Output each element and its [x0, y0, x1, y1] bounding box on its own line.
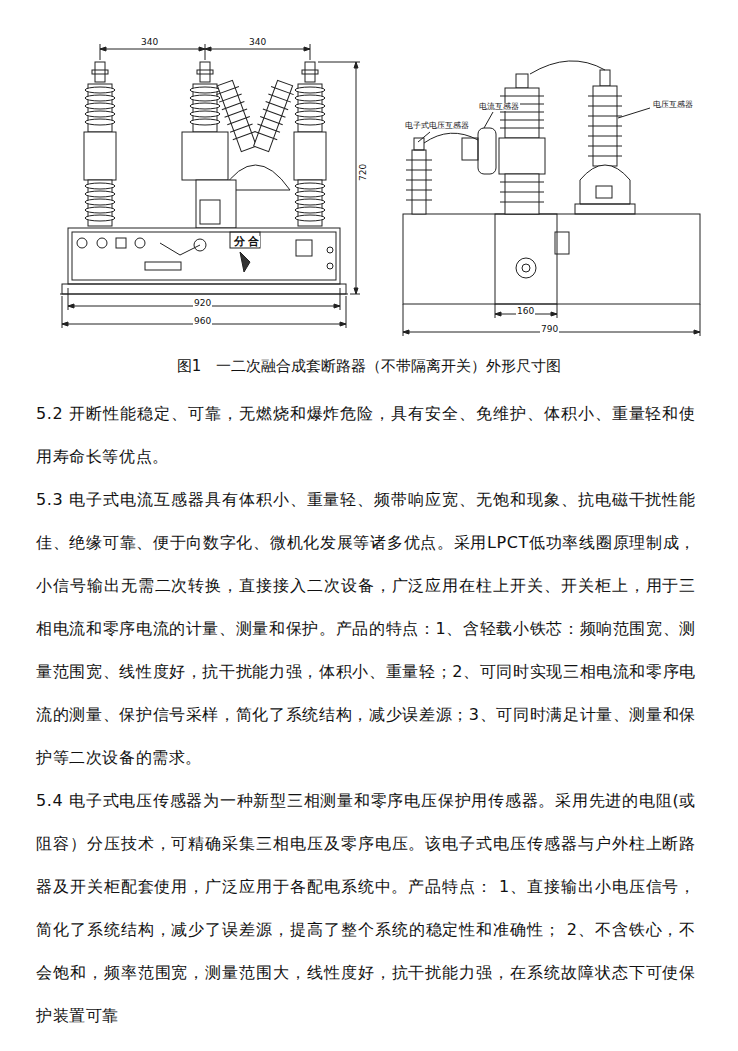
dimension: 960	[193, 317, 212, 326]
part-name: 电压互感器	[652, 101, 694, 109]
dimension: 790	[540, 325, 559, 334]
panel-mark: 分	[233, 236, 246, 247]
part-name: 电流互感器	[478, 103, 520, 111]
paragraph: 5.3 电子式电流互感器具有体积小、重量轻、频带响应宽、无饱和现象、抗电磁干扰性…	[36, 478, 696, 779]
dimension: 340	[140, 38, 159, 47]
side-view	[403, 61, 700, 336]
figure-caption: 图1 一二次融合成套断路器（不带隔离开关）外形尺寸图	[0, 356, 738, 376]
paragraph: 5.2 开断性能稳定、可靠，无燃烧和爆炸危险，具有安全、免维护、体积小、重量轻和…	[36, 392, 696, 478]
part-name: 电子式电压互感器	[404, 122, 470, 130]
breaker-drawing	[0, 0, 738, 360]
dimension: 720	[359, 162, 368, 181]
dimension: 340	[248, 38, 267, 47]
body-text: 5.2 开断性能稳定、可靠，无燃烧和爆炸危险，具有安全、免维护、体积小、重量轻和…	[36, 392, 696, 1037]
front-view	[60, 44, 360, 328]
panel-mark: 合	[247, 236, 260, 247]
dimension: 920	[193, 299, 212, 308]
dimension: 160	[516, 307, 535, 316]
paragraph: 5.4 电子式电压传感器为一种新型三相测量和零序电压保护用传感器。采用先进的电阻…	[36, 779, 696, 1037]
